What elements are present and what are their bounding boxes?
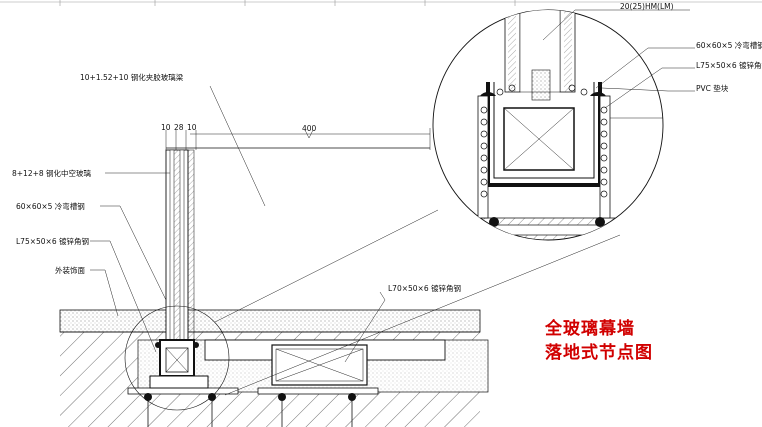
- base-plates: [127, 387, 379, 427]
- leader-lines: [90, 9, 695, 363]
- glass-base-channel: [149, 339, 209, 389]
- angle-steel-70: [204, 339, 446, 386]
- detail-callout-circle: [124, 305, 230, 411]
- dim-10-right: 10: [187, 123, 197, 132]
- label-left-angle: L75×50×6 镀锌角钢: [16, 236, 89, 246]
- label-detail-angle: L75×50×6 镀锌角钢: [696, 60, 762, 70]
- title-line-2: 落地式节点图: [545, 342, 653, 363]
- floor-finish-layer: [59, 309, 481, 333]
- glass-beam-dimension: [165, 128, 431, 150]
- callout-leader-a: [214, 209, 439, 323]
- dim-28: 28: [174, 123, 184, 132]
- glass-beam-body: [187, 149, 195, 341]
- label-pvc-pad: PVC 垫块: [696, 83, 729, 93]
- label-detail-channel: 60×60×5 冷弯槽钢: [696, 40, 762, 50]
- label-hollow-glass: 8+12+8 钢化中空玻璃: [12, 168, 92, 178]
- callout-leader-b: [224, 234, 621, 396]
- large-detail-circle: [432, 9, 664, 241]
- dim-10-left: 10: [161, 123, 171, 132]
- label-hm-spacer: 20(25)HM(LM): [620, 2, 674, 11]
- label-left-channel: 60×60×5 冷弯槽钢: [16, 201, 85, 211]
- dim-400: 400: [302, 124, 317, 133]
- top-dash-marks: [59, 0, 516, 6]
- label-glass-beam: 10+1.52+10 钢化夹胶玻璃梁: [80, 72, 184, 82]
- vertical-glass-panel: [165, 149, 189, 351]
- label-angle-70: L70×50×6 镀锌角钢: [388, 283, 461, 293]
- title-line-1: 全玻璃幕墙: [544, 318, 635, 339]
- label-facade: 外装饰面: [55, 265, 85, 275]
